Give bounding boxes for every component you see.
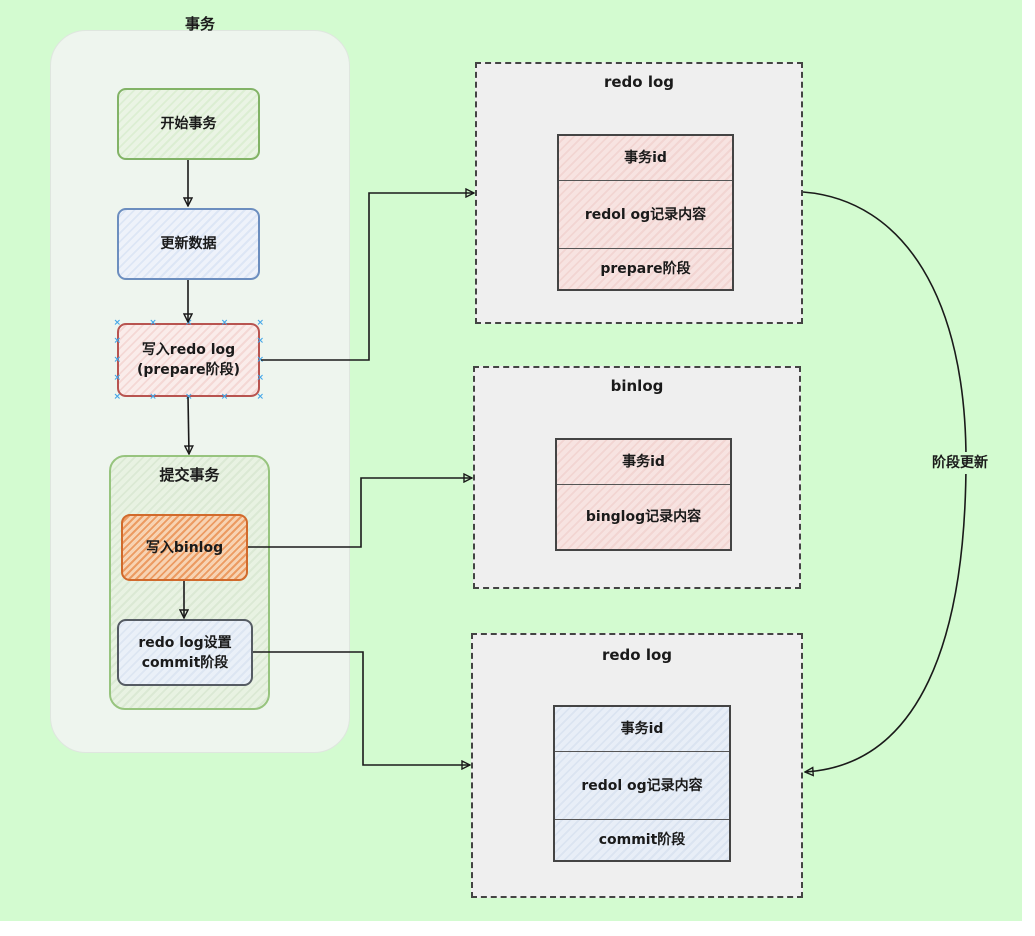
selection-handle[interactable]: × (149, 317, 157, 328)
redo-log-commit-node[interactable]: redo log设置 commit阶段 (117, 619, 253, 686)
table-row: redol og记录内容 (555, 752, 729, 820)
binlog-table: 事务id binglog记录内容 (555, 438, 732, 551)
arrow-prepare-to-commit-group[interactable] (188, 396, 189, 454)
redo-log-commit-table: 事务id redol og记录内容 commit阶段 (553, 705, 731, 862)
selection-handle[interactable]: × (113, 391, 122, 402)
selection-handle[interactable]: × (185, 391, 193, 402)
start-transaction-node[interactable]: 开始事务 (117, 88, 260, 160)
selection-handle[interactable]: × (256, 354, 265, 365)
write-binlog-node[interactable]: 写入binlog (121, 514, 248, 581)
table-row: commit阶段 (555, 820, 729, 860)
update-data-node[interactable]: 更新数据 (117, 208, 260, 280)
selection-handle[interactable]: × (256, 373, 265, 383)
selection-handle[interactable]: × (113, 373, 122, 383)
phase-update-label: 阶段更新 (920, 452, 1000, 474)
binlog-box[interactable] (473, 366, 801, 589)
prepare-phase-label: (prepare阶段) (136, 362, 241, 378)
table-row: redol og记录内容 (559, 181, 732, 249)
redo-log-prepare-table: 事务id redol og记录内容 prepare阶段 (557, 134, 734, 291)
table-row: 事务id (557, 440, 730, 485)
commit-transaction-title: 提交事务 (159, 465, 220, 484)
binlog-title: binlog (610, 377, 664, 395)
connector-prepare-to-redo-log[interactable] (261, 193, 474, 361)
table-row: 事务id (559, 136, 732, 181)
selection-handle[interactable]: × (113, 317, 122, 328)
redo-log-set-label: redo log设置 (138, 634, 232, 651)
connector-binlog-to-binlog-box[interactable] (248, 478, 472, 548)
table-row: 事务id (555, 707, 729, 752)
write-redo-log-prepare-node[interactable]: 写入redo log (prepare阶段) (117, 323, 260, 397)
commit-phase-label: commit阶段 (141, 654, 229, 671)
diagram-canvas: 事务 开始事务 更新数据 写入redo log (prepare阶段) × × × ×… (0, 0, 1022, 921)
table-row: binglog记录内容 (557, 485, 730, 549)
connector-commit-to-redo-log[interactable] (253, 651, 470, 765)
selection-handle[interactable]: × (220, 391, 229, 402)
selection-handle[interactable]: × (256, 336, 265, 346)
selection-handle[interactable]: × (149, 391, 157, 402)
selection-handle[interactable]: × (256, 317, 265, 328)
phase-update-curve[interactable] (802, 191, 967, 772)
selection-handle[interactable]: × (113, 354, 122, 365)
selection-handle[interactable]: × (256, 391, 265, 402)
table-row: prepare阶段 (559, 249, 732, 289)
transaction-title: 事务 (184, 14, 215, 33)
write-redo-log-label: 写入redo log (141, 342, 236, 358)
selection-handle[interactable]: × (220, 317, 229, 328)
redo-log-commit-title: redo log (601, 646, 673, 664)
connectors-layer (0, 160, 967, 921)
redo-log-prepare-title: redo log (603, 73, 675, 91)
selection-handle[interactable]: × (113, 336, 122, 346)
